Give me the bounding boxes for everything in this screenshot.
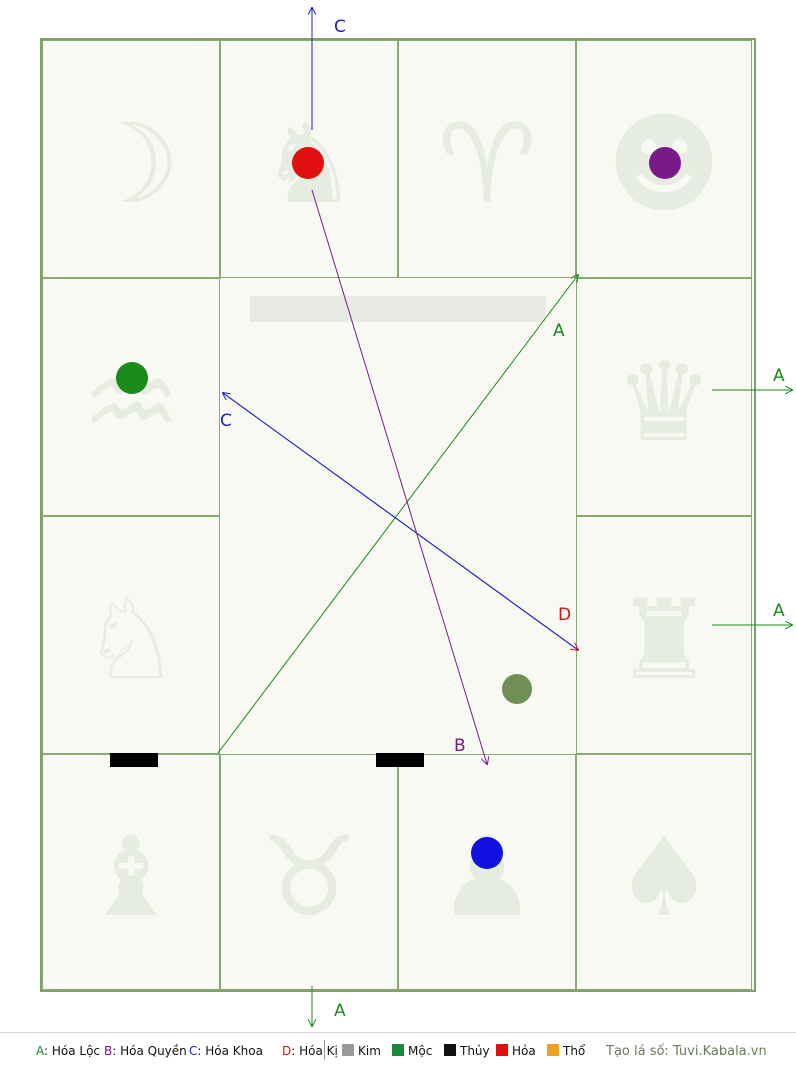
element-swatch-icon [392,1044,404,1056]
hoa-badge-c [471,837,503,869]
legend-separator [324,1040,325,1060]
legend-key: C [189,1044,198,1058]
legend-divider [0,1032,796,1033]
arrow-label: A [553,321,565,341]
hoa-badge-d [292,147,324,179]
legend-text: Thủy [460,1044,490,1058]
legend-element-item: Thổ [547,1044,585,1058]
legend-hoa-item: D: Hóa Kị [282,1044,338,1058]
kabala-logo-icon [502,674,532,704]
legend-text: : Hóa Quyền [112,1044,187,1058]
chart-grid: ☽♞♈☻♒♛♘♜♝♉♟♠ [40,38,756,992]
legend-element-item: Thủy [444,1044,490,1058]
arrow-label: C [220,411,232,431]
legend-text: Hỏa [512,1044,536,1058]
legend-hoa-item: A: Hóa Lộc [36,1044,100,1058]
legend-text: : Hóa Lộc [44,1044,101,1058]
watermark-text [250,296,546,322]
legend-text: : Hóa Kị [291,1044,338,1058]
arrow-a-diagonal [217,275,578,754]
legend-key: A [36,1044,44,1058]
legend-element-item: Mộc [392,1044,432,1058]
marker-tag [110,753,158,767]
element-swatch-icon [342,1044,354,1056]
arrow-b-diagonal [311,189,487,764]
element-swatch-icon [547,1044,559,1056]
arrow-label: B [454,736,466,756]
legend-element-item: Kim [342,1044,381,1058]
arrow-label: A [773,601,785,621]
legend-text: Thổ [563,1044,586,1058]
legend-text: Mộc [408,1044,433,1058]
legend-hoa-item: C: Hóa Khoa [189,1044,263,1058]
arrow-label: C [334,17,346,37]
marker-tag [376,753,424,767]
legend-hoa-item: B: Hóa Quyền [104,1044,187,1058]
hoa-badge-b [649,147,681,179]
hoa-badge-a [116,362,148,394]
legend-element-item: Hỏa [496,1044,536,1058]
arrow-label: A [773,366,785,386]
element-swatch-icon [496,1044,508,1056]
legend-key: D [282,1044,292,1058]
arrow-label: A [334,1001,346,1021]
legend-text: Kim [358,1044,381,1058]
legend-key: B [104,1044,113,1058]
element-swatch-icon [444,1044,456,1056]
center-panel [220,278,576,754]
arrow-label: D [558,605,571,625]
arrow-d-diagonal [222,392,578,650]
credit-text: Tạo lá số: Tuvi.Kabala.vn [606,1044,767,1059]
legend-text: : Hóa Khoa [197,1044,263,1058]
